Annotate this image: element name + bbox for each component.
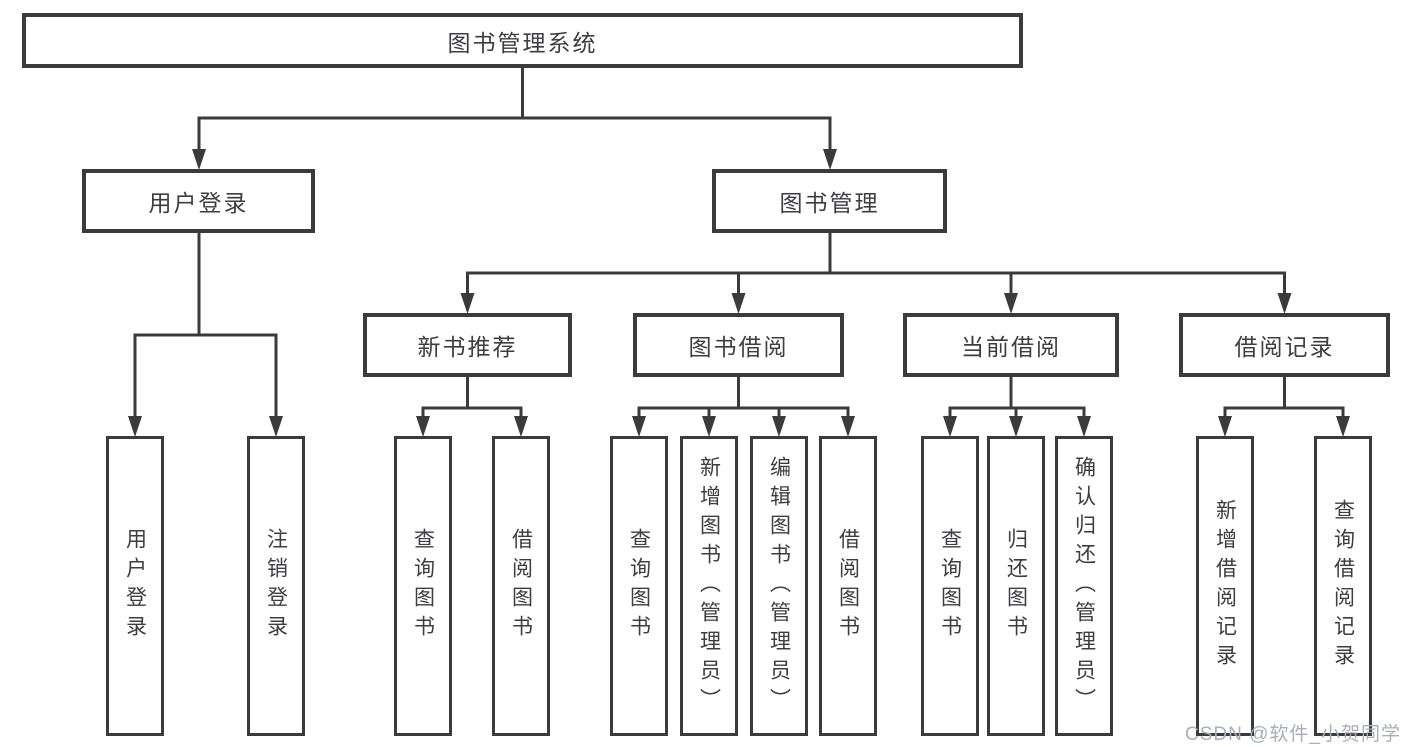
csdn-watermark: CSDN @软件_小贺同学 — [1185, 724, 1401, 745]
leaf-logout: 注销登录 — [247, 436, 305, 736]
node-book-management: 图书管理 — [712, 169, 947, 233]
leaf-query-books-borrowing: 查询图书 — [610, 436, 668, 736]
leaf-edit-book-admin: 编辑图书（管理员） — [750, 436, 808, 736]
leaf-user-login: 用户登录 — [106, 436, 164, 736]
node-library-management-system: 图书管理系统 — [22, 13, 1023, 68]
node-borrowing-records: 借阅记录 — [1179, 313, 1390, 377]
node-current-borrowing: 当前借阅 — [903, 313, 1119, 377]
leaf-borrow-books: 借阅图书 — [819, 436, 877, 736]
leaf-confirm-return-admin: 确认归还（管理员） — [1055, 436, 1113, 736]
leaf-query-borrow-record: 查询借阅记录 — [1314, 436, 1372, 736]
leaf-borrow-books-recommend: 借阅图书 — [492, 436, 550, 736]
leaf-query-books-current: 查询图书 — [921, 436, 979, 736]
leaf-add-borrow-record: 新增借阅记录 — [1196, 436, 1254, 736]
node-book-borrowing: 图书借阅 — [633, 313, 844, 377]
leaf-query-books-recommend: 查询图书 — [394, 436, 452, 736]
node-user-login: 用户登录 — [82, 169, 315, 233]
leaf-return-book: 归还图书 — [987, 436, 1045, 736]
leaf-add-book-admin: 新增图书（管理员） — [680, 436, 738, 736]
node-new-book-recommendation: 新书推荐 — [363, 313, 572, 377]
